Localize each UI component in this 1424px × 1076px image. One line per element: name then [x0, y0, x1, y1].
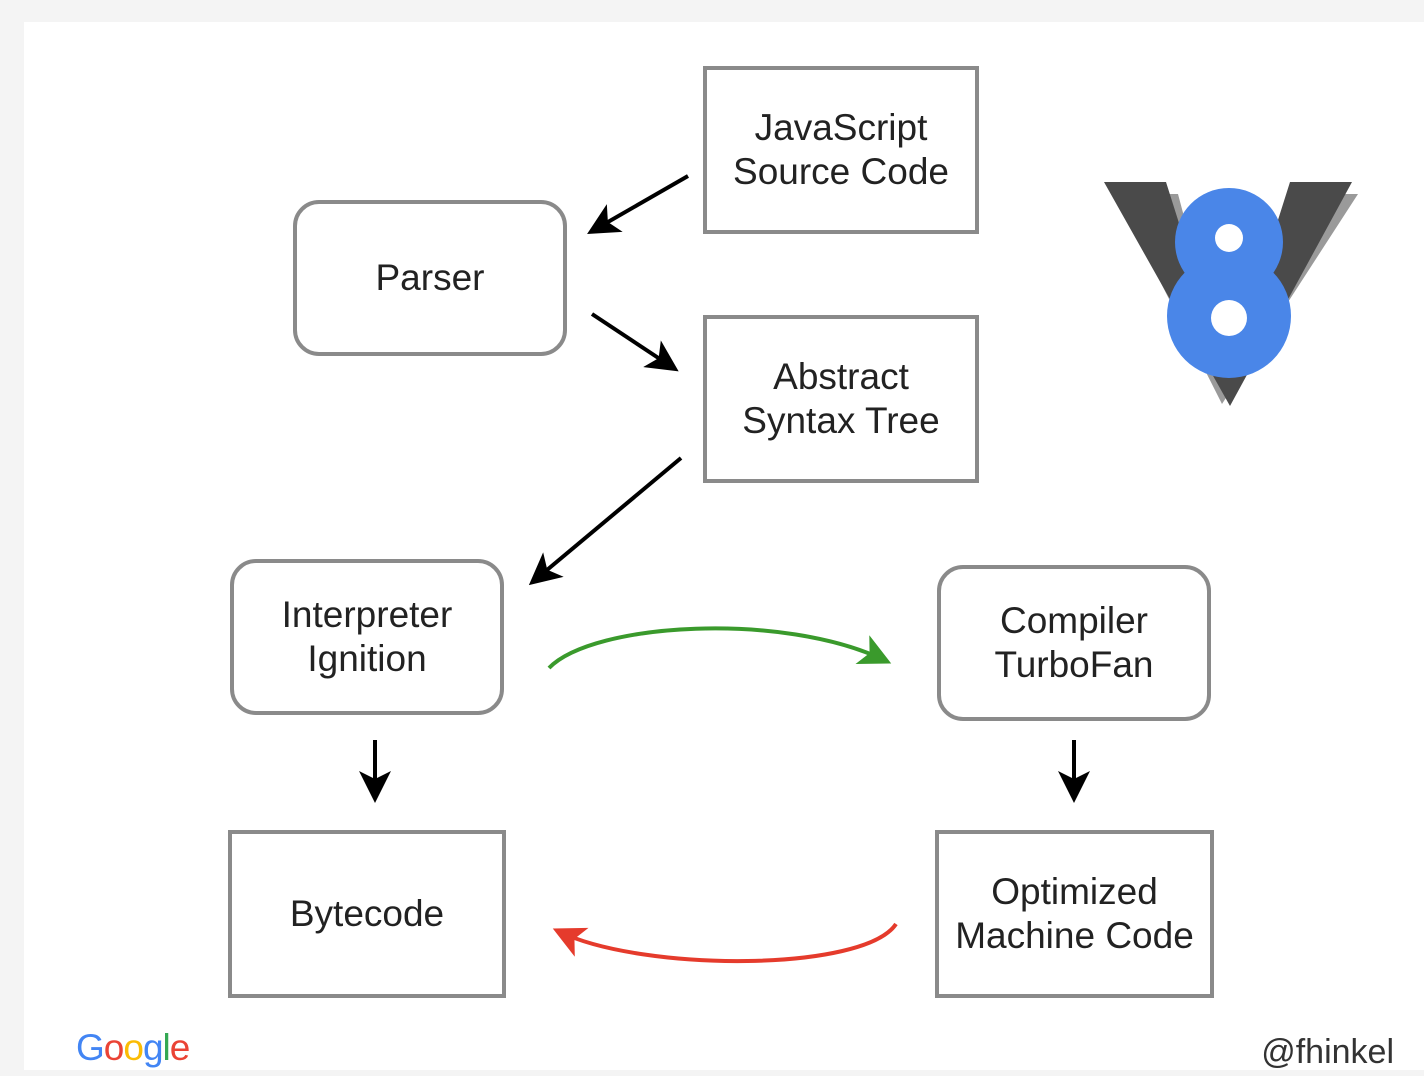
- node-label-line1: Bytecode: [289, 893, 445, 934]
- node-label-line1: Compiler: [999, 600, 1149, 641]
- arrow-parser-to-ast: [590, 312, 679, 372]
- node-label-line2: Syntax Tree: [742, 400, 940, 441]
- author-handle: @fhinkel: [1261, 1033, 1394, 1071]
- node-label-line2: Source Code: [733, 151, 949, 192]
- google-logo-letter: o: [103, 1027, 125, 1068]
- node-label-line2: Ignition: [307, 638, 427, 679]
- node-abstract-syntax-tree: Abstract Syntax Tree: [703, 315, 979, 483]
- arrow-source-to-parser: [587, 174, 689, 234]
- google-logo: Google: [76, 1026, 191, 1070]
- node-parser: Parser: [293, 200, 567, 356]
- google-logo-letter: l: [162, 1027, 171, 1068]
- node-optimized-machine-code: Optimized Machine Code: [935, 830, 1214, 998]
- google-logo-letter: e: [169, 1027, 191, 1068]
- node-bytecode: Bytecode: [228, 830, 506, 998]
- v8-logo-bottom-hole: [1211, 300, 1247, 336]
- v8-logo: [1104, 182, 1358, 406]
- flow-arrows: [359, 174, 1090, 963]
- node-interpreter-ignition: Interpreter Ignition: [230, 559, 504, 715]
- google-logo-letter: o: [123, 1027, 144, 1068]
- v8-logo-top-hole: [1215, 224, 1243, 252]
- node-label-line2: TurboFan: [994, 644, 1154, 685]
- v8-logo-v-shape: [1104, 182, 1352, 406]
- google-logo-letter: g: [142, 1027, 164, 1068]
- google-logo-letter: G: [76, 1027, 105, 1068]
- arrow-interpreter-to-compiler: [547, 626, 892, 670]
- slide: JavaScript Source Code Parser Abstract S…: [24, 22, 1424, 1071]
- node-label-line1: Parser: [375, 257, 485, 298]
- node-label-line1: Abstract: [773, 356, 909, 397]
- node-label-line1: Interpreter: [281, 594, 453, 635]
- node-javascript-source-code: JavaScript Source Code: [703, 66, 979, 234]
- arrow-machine-code-to-bytecode: [552, 922, 898, 963]
- node-label-line1: Optimized: [991, 871, 1158, 912]
- arrow-ast-to-interpreter: [528, 456, 683, 586]
- node-label-line1: JavaScript: [754, 107, 928, 148]
- node-compiler-turbofan: Compiler TurboFan: [937, 565, 1211, 721]
- node-label-line2: Machine Code: [955, 915, 1194, 956]
